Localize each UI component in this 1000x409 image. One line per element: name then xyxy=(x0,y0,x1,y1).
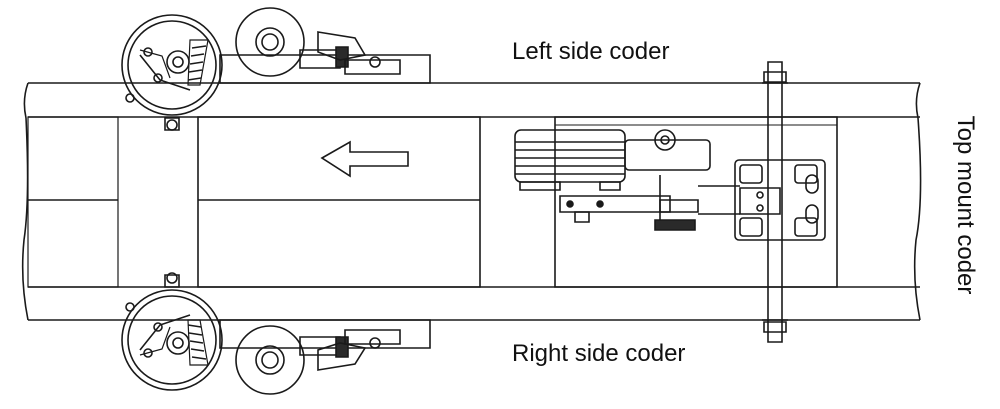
top-mount-coder xyxy=(515,130,710,230)
mounting-rod xyxy=(762,62,788,342)
top-mount-coder-label: Top mount coder xyxy=(952,115,979,295)
mounting-bracket xyxy=(698,160,825,240)
left-side-coder xyxy=(122,8,430,130)
right-side-coder xyxy=(122,273,430,394)
conveyor-frame xyxy=(23,83,921,320)
direction-arrow-icon xyxy=(322,142,408,176)
left-side-coder-label: Left side coder xyxy=(512,38,670,65)
belt-section xyxy=(198,117,480,287)
top-mount-housing xyxy=(555,117,837,287)
right-side-coder-label: Right side coder xyxy=(512,340,686,367)
